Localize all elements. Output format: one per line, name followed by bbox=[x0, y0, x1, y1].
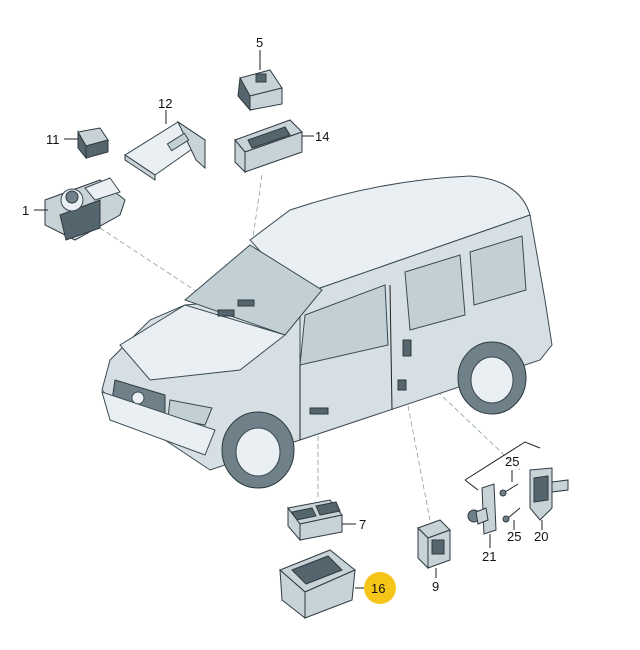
part-11-switch bbox=[77, 127, 109, 160]
van-illustration bbox=[101, 175, 553, 489]
callout-9: 9 bbox=[432, 579, 439, 594]
part-20-lock-switch bbox=[529, 467, 569, 521]
callout-7: 7 bbox=[359, 517, 366, 532]
detail-frame bbox=[464, 441, 541, 491]
part-12-cover-plate bbox=[124, 120, 206, 181]
part-7-window-switch bbox=[287, 499, 343, 542]
callout-25-top: 25 bbox=[505, 454, 519, 469]
callout-1: 1 bbox=[22, 203, 29, 218]
part-1-mirror-switch bbox=[44, 177, 126, 241]
callout-25-bottom: 25 bbox=[507, 529, 521, 544]
callout-12: 12 bbox=[158, 96, 172, 111]
part-21-door-contact bbox=[467, 483, 497, 535]
part-25-screws bbox=[499, 483, 521, 523]
part-16-bezel bbox=[279, 549, 356, 620]
callout-16: 16 bbox=[371, 581, 385, 596]
callout-5: 5 bbox=[256, 35, 263, 50]
callout-11: 11 bbox=[46, 132, 60, 147]
callout-16-highlight bbox=[364, 572, 396, 604]
part-5-switch bbox=[237, 69, 283, 112]
part-9-switch bbox=[417, 519, 451, 570]
part-14-housing bbox=[234, 119, 303, 174]
callout-20: 20 bbox=[534, 529, 548, 544]
callout-21: 21 bbox=[482, 549, 496, 564]
callout-14: 14 bbox=[315, 129, 329, 144]
